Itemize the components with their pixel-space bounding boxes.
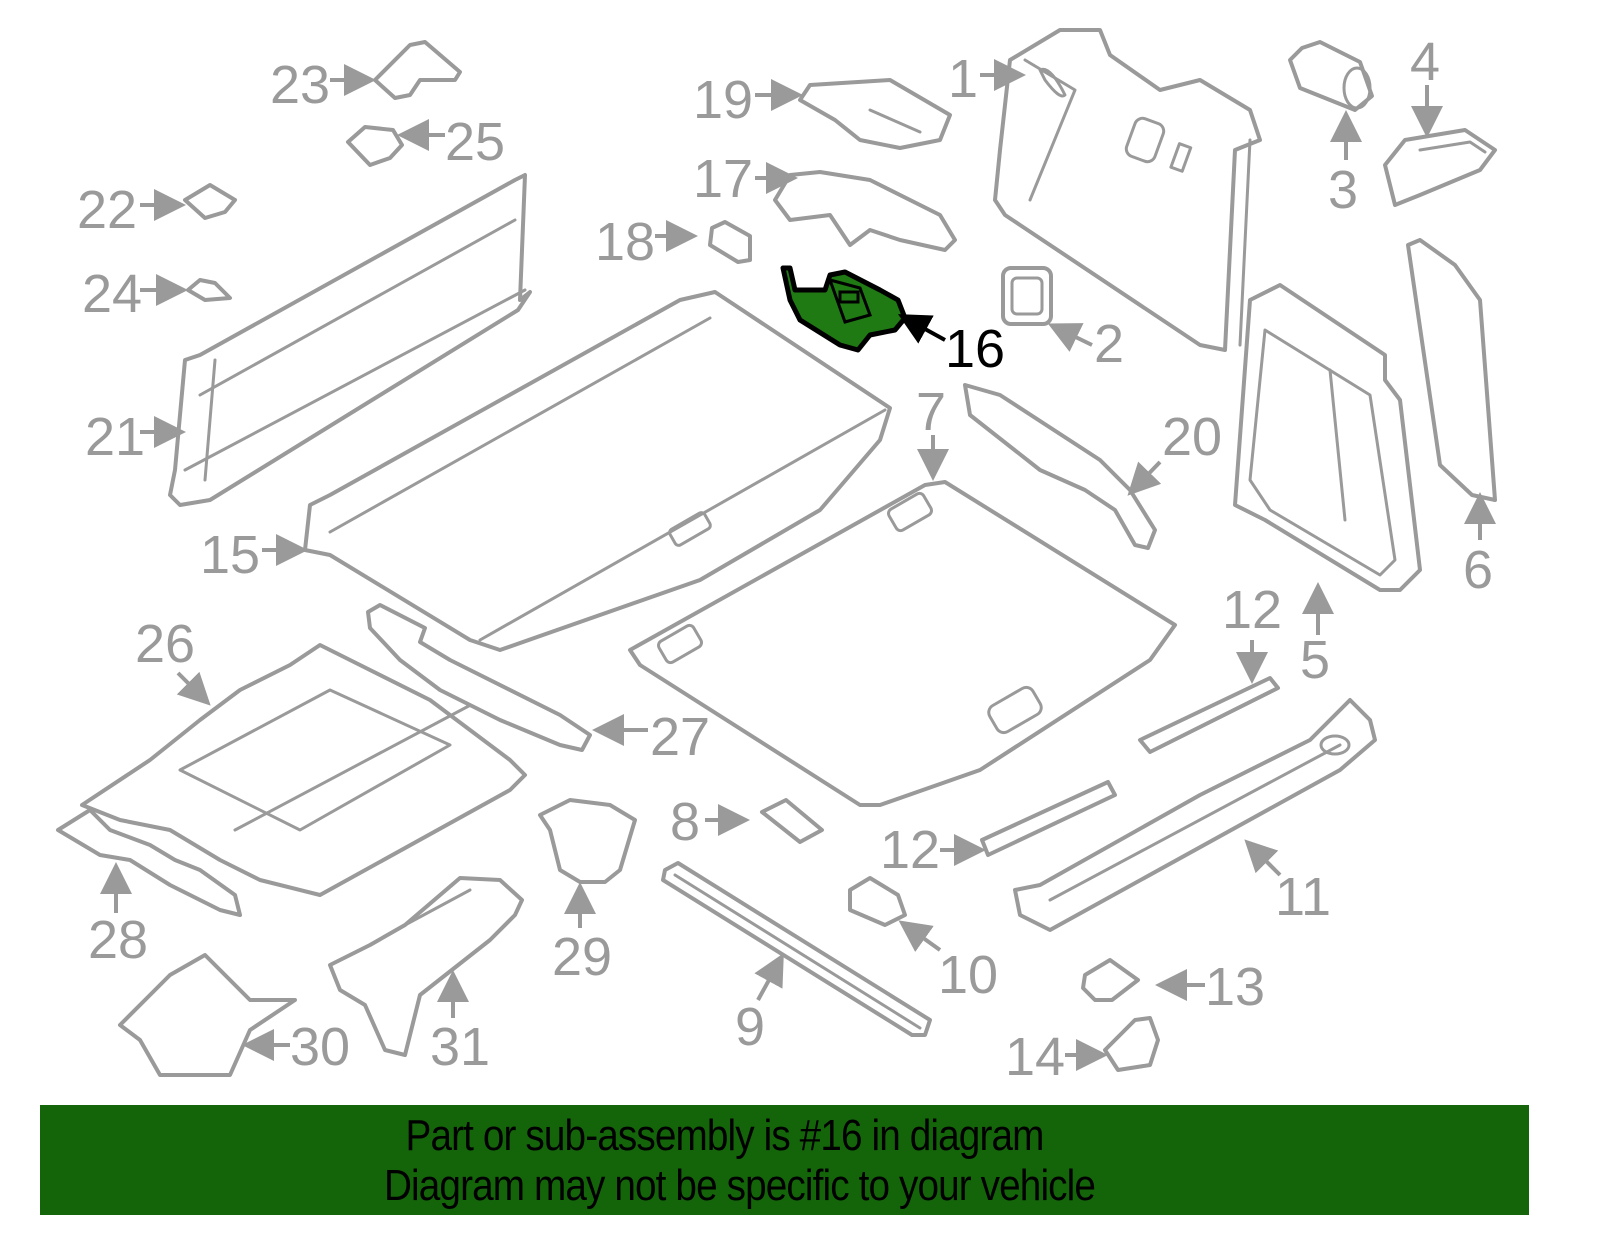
callout-22[interactable]: 22 — [77, 180, 137, 240]
callout-11[interactable]: 11 — [1275, 867, 1331, 927]
part-17-trim-bracket[interactable] — [773, 170, 957, 252]
callout-10[interactable]: 10 — [938, 945, 998, 1005]
part-24-clip[interactable] — [186, 278, 232, 302]
part-25-clip[interactable] — [346, 125, 404, 167]
callout-4[interactable]: 4 — [1410, 32, 1440, 92]
part-28-bracket[interactable] — [56, 808, 242, 917]
part-31-side-block[interactable] — [328, 876, 524, 1057]
part-3-power-socket[interactable] — [1288, 40, 1374, 112]
callout-28[interactable]: 28 — [88, 910, 148, 970]
part-5-side-panel-frame[interactable] — [1233, 283, 1422, 592]
callout-16-highlighted[interactable]: 16 — [945, 319, 1005, 379]
part-info-banner: Part or sub-assembly is #16 in diagram D… — [40, 1105, 1529, 1215]
part-16-bracket-highlighted[interactable] — [780, 265, 908, 353]
part-8-small-cover[interactable] — [760, 798, 824, 844]
banner-part-number-text: Part or sub-assembly is #16 in diagram — [405, 1111, 1044, 1160]
part-26-storage-tray[interactable] — [80, 643, 527, 897]
callout-17[interactable]: 17 — [693, 149, 753, 209]
part-13-clip-cover[interactable] — [1081, 958, 1140, 1002]
callout-2[interactable]: 2 — [1094, 314, 1124, 374]
part-12-vent-strip-lower[interactable] — [980, 780, 1117, 857]
part-27-rail[interactable] — [366, 603, 592, 752]
part-9-long-rail[interactable] — [661, 861, 932, 1037]
callout-12-lower[interactable]: 12 — [880, 820, 940, 880]
callout-29[interactable]: 29 — [552, 927, 612, 987]
callout-12-upper[interactable]: 12 — [1222, 580, 1282, 640]
part-12-vent-strip-upper[interactable] — [1138, 676, 1280, 754]
callout-labels: 1 2 3 4 5 6 7 8 9 10 11 12 12 13 14 15 1… — [77, 32, 1493, 1087]
part-21-partition-net[interactable] — [168, 173, 532, 507]
part-29-bin[interactable] — [538, 798, 637, 884]
callout-27[interactable]: 27 — [650, 707, 710, 767]
part-22-clip[interactable] — [183, 183, 237, 220]
callout-25[interactable]: 25 — [445, 112, 505, 172]
part-10-switch[interactable] — [848, 876, 907, 927]
part-20-rail-bracket[interactable] — [963, 383, 1157, 550]
callout-15[interactable]: 15 — [200, 525, 260, 585]
part-6-panel-strip[interactable] — [1406, 238, 1497, 502]
parts-diagram: 1 2 3 4 5 6 7 8 9 10 11 12 12 13 14 15 1… — [56, 28, 1497, 1087]
callout-26[interactable]: 26 — [135, 614, 195, 674]
callout-21[interactable]: 21 — [85, 407, 145, 467]
part-14-hook[interactable] — [1103, 1016, 1160, 1072]
part-23-plate[interactable] — [373, 40, 462, 100]
part-1-side-trim-panel[interactable] — [993, 28, 1262, 352]
callout-9[interactable]: 9 — [735, 997, 765, 1057]
banner-disclaimer-text: Diagram may not be specific to your vehi… — [383, 1161, 1096, 1210]
part-30-bin-bracket[interactable] — [118, 953, 297, 1077]
callout-20[interactable]: 20 — [1162, 407, 1222, 467]
callout-1[interactable]: 1 — [948, 49, 978, 109]
callout-8[interactable]: 8 — [670, 792, 700, 852]
part-7-cargo-floor[interactable] — [628, 480, 1177, 807]
part-4-handle[interactable] — [1383, 128, 1497, 207]
callout-19[interactable]: 19 — [693, 70, 753, 130]
callout-7[interactable]: 7 — [916, 382, 946, 442]
callout-31[interactable]: 31 — [430, 1017, 490, 1077]
callout-30[interactable]: 30 — [290, 1017, 350, 1077]
part-2-square-cover[interactable] — [1001, 266, 1053, 326]
callout-6[interactable]: 6 — [1463, 540, 1493, 600]
callout-5[interactable]: 5 — [1300, 630, 1330, 690]
callout-18[interactable]: 18 — [595, 212, 655, 272]
part-15-luggage-cover[interactable] — [303, 290, 892, 652]
part-19-tray[interactable] — [798, 78, 952, 150]
part-11-sill-trim[interactable] — [1013, 698, 1377, 932]
callout-23[interactable]: 23 — [270, 55, 330, 115]
leader-lines — [100, 59, 1496, 1071]
callout-3[interactable]: 3 — [1328, 160, 1358, 220]
callout-24[interactable]: 24 — [82, 264, 142, 324]
callout-14[interactable]: 14 — [1005, 1027, 1065, 1087]
part-18-small-clip[interactable] — [708, 220, 752, 264]
callout-13[interactable]: 13 — [1205, 957, 1265, 1017]
